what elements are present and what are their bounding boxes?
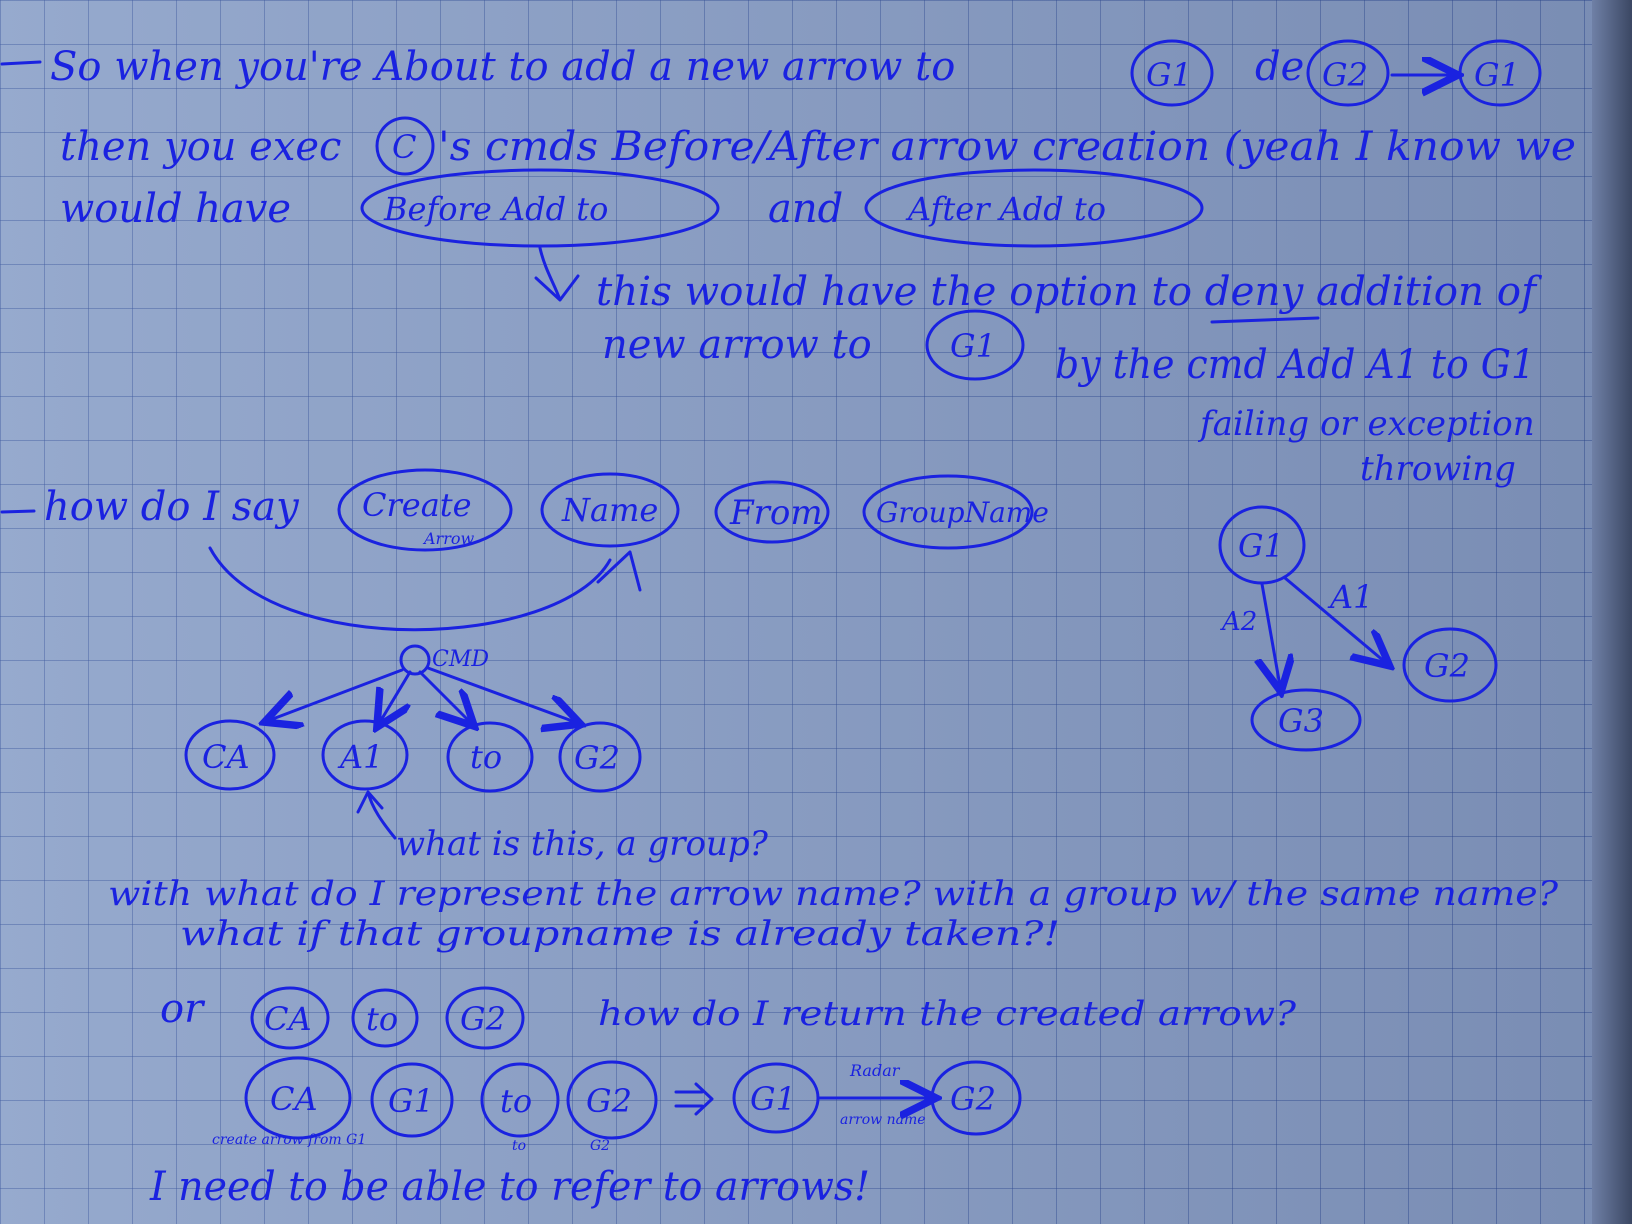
note-line-2a: then you exec	[60, 124, 341, 170]
bullet-dash-1	[0, 60, 42, 66]
tree-node	[446, 721, 534, 793]
tree-edge	[270, 668, 404, 720]
node-label: G2	[586, 1082, 632, 1120]
note-final: I need to be able to refer to arrows!	[149, 1164, 870, 1210]
note-line-5a: new arrow to	[602, 322, 872, 368]
notebook-edge	[1592, 0, 1632, 1224]
note-line-6: failing or exception	[1197, 404, 1535, 444]
node-label: G1	[950, 327, 996, 365]
tree-node	[558, 721, 642, 793]
graph-node-label: G1	[1238, 527, 1284, 565]
node-label: CA	[264, 1000, 312, 1038]
node-label: G1	[388, 1082, 434, 1120]
tree-edge	[380, 670, 412, 722]
node-sublabel: Arrow	[422, 529, 474, 548]
group-node	[714, 480, 830, 544]
node-label: Name	[561, 491, 658, 529]
note-and: and	[768, 186, 843, 232]
node-label: to	[470, 738, 502, 776]
node-label: A1	[337, 738, 383, 776]
tree-edge	[418, 670, 470, 722]
node-circle	[925, 309, 1025, 381]
pointer-arrow	[534, 246, 580, 302]
node-label: G1	[750, 1080, 796, 1118]
caption: to	[512, 1138, 526, 1154]
node-label: G2	[1322, 56, 1368, 94]
node-label: G1	[1474, 56, 1520, 94]
note-line-7: throwing	[1360, 449, 1516, 489]
node-label: GroupName	[876, 496, 1049, 529]
node-label: From	[729, 493, 823, 533]
node-circle	[244, 1056, 352, 1140]
graph-node-label: G3	[1278, 702, 1324, 740]
node-circle	[1130, 39, 1214, 107]
underline	[1210, 316, 1320, 324]
cmd-label: CMD	[432, 647, 489, 672]
node-circle	[250, 986, 330, 1050]
note-line-1: So when you're About to add a new arrow …	[50, 44, 955, 90]
node-label: C	[392, 128, 416, 166]
edge-label-top: Radar	[849, 1061, 901, 1080]
note-line-4: this would have the option to deny addit…	[596, 269, 1542, 315]
node-circle	[930, 1060, 1022, 1136]
note-line-3a: would have	[60, 186, 291, 232]
note-from-word: de	[1255, 44, 1304, 90]
node-label: to	[500, 1082, 532, 1120]
node-circle	[445, 986, 525, 1050]
node-label: G1	[1146, 56, 1192, 94]
node-label: CA	[202, 738, 250, 776]
node-label: G2	[950, 1080, 996, 1118]
node-label: CA	[270, 1080, 318, 1118]
graph-edge-label: A2	[1220, 607, 1257, 637]
cmd-oval	[360, 168, 720, 248]
note-question-1: how do I say	[44, 484, 300, 530]
note-or: or	[160, 986, 206, 1032]
node-circle	[375, 116, 435, 176]
node-circle	[566, 1060, 658, 1140]
node-circle	[351, 988, 419, 1048]
caption: G2	[590, 1138, 610, 1154]
graph-edge	[1262, 582, 1280, 686]
curved-arrow	[208, 546, 642, 632]
graph-node	[1402, 627, 1498, 703]
caption: create arrow from G1	[212, 1132, 366, 1148]
node-label: G2	[574, 739, 620, 777]
note-question-2: what is this, a group?	[396, 824, 769, 864]
cmd-label: After Add to	[905, 190, 1106, 228]
group-node	[337, 468, 513, 552]
note-line-5b: by the cmd Add A1 to G1	[1055, 342, 1535, 388]
node-circle	[480, 1062, 560, 1138]
graph-node	[1250, 688, 1362, 752]
tree-node	[321, 719, 409, 791]
node-label: Create	[362, 486, 472, 524]
edge-label-bottom: arrow name	[840, 1112, 926, 1128]
node-circle	[1458, 39, 1542, 107]
graph-edge	[1283, 576, 1385, 662]
tree-node	[184, 719, 276, 791]
note-question-3: with what do I represent the arrow name?…	[108, 874, 1559, 914]
pointer-arrow	[356, 790, 397, 840]
note-question-5: how do I return the created arrow?	[598, 994, 1297, 1034]
cmd-label: Before Add to	[383, 190, 608, 228]
graph-node-label: G2	[1424, 647, 1470, 685]
bullet-dash-2	[0, 509, 36, 514]
node-label: to	[366, 1000, 398, 1038]
note-question-4: what if that groupname is already taken?…	[180, 914, 1060, 954]
graph-edge-label: A1	[1327, 578, 1373, 616]
cmd-oval	[864, 168, 1204, 248]
note-line-2b: 's cmds Before/After arrow creation (yea…	[438, 124, 1576, 170]
implies-arrow	[674, 1082, 714, 1116]
node-circle	[1306, 39, 1390, 107]
group-node	[862, 474, 1034, 550]
node-circle	[370, 1062, 454, 1138]
cmd-root-node	[399, 644, 431, 676]
node-label: G2	[460, 1000, 506, 1038]
tree-edge	[426, 666, 575, 722]
group-node	[540, 472, 680, 548]
